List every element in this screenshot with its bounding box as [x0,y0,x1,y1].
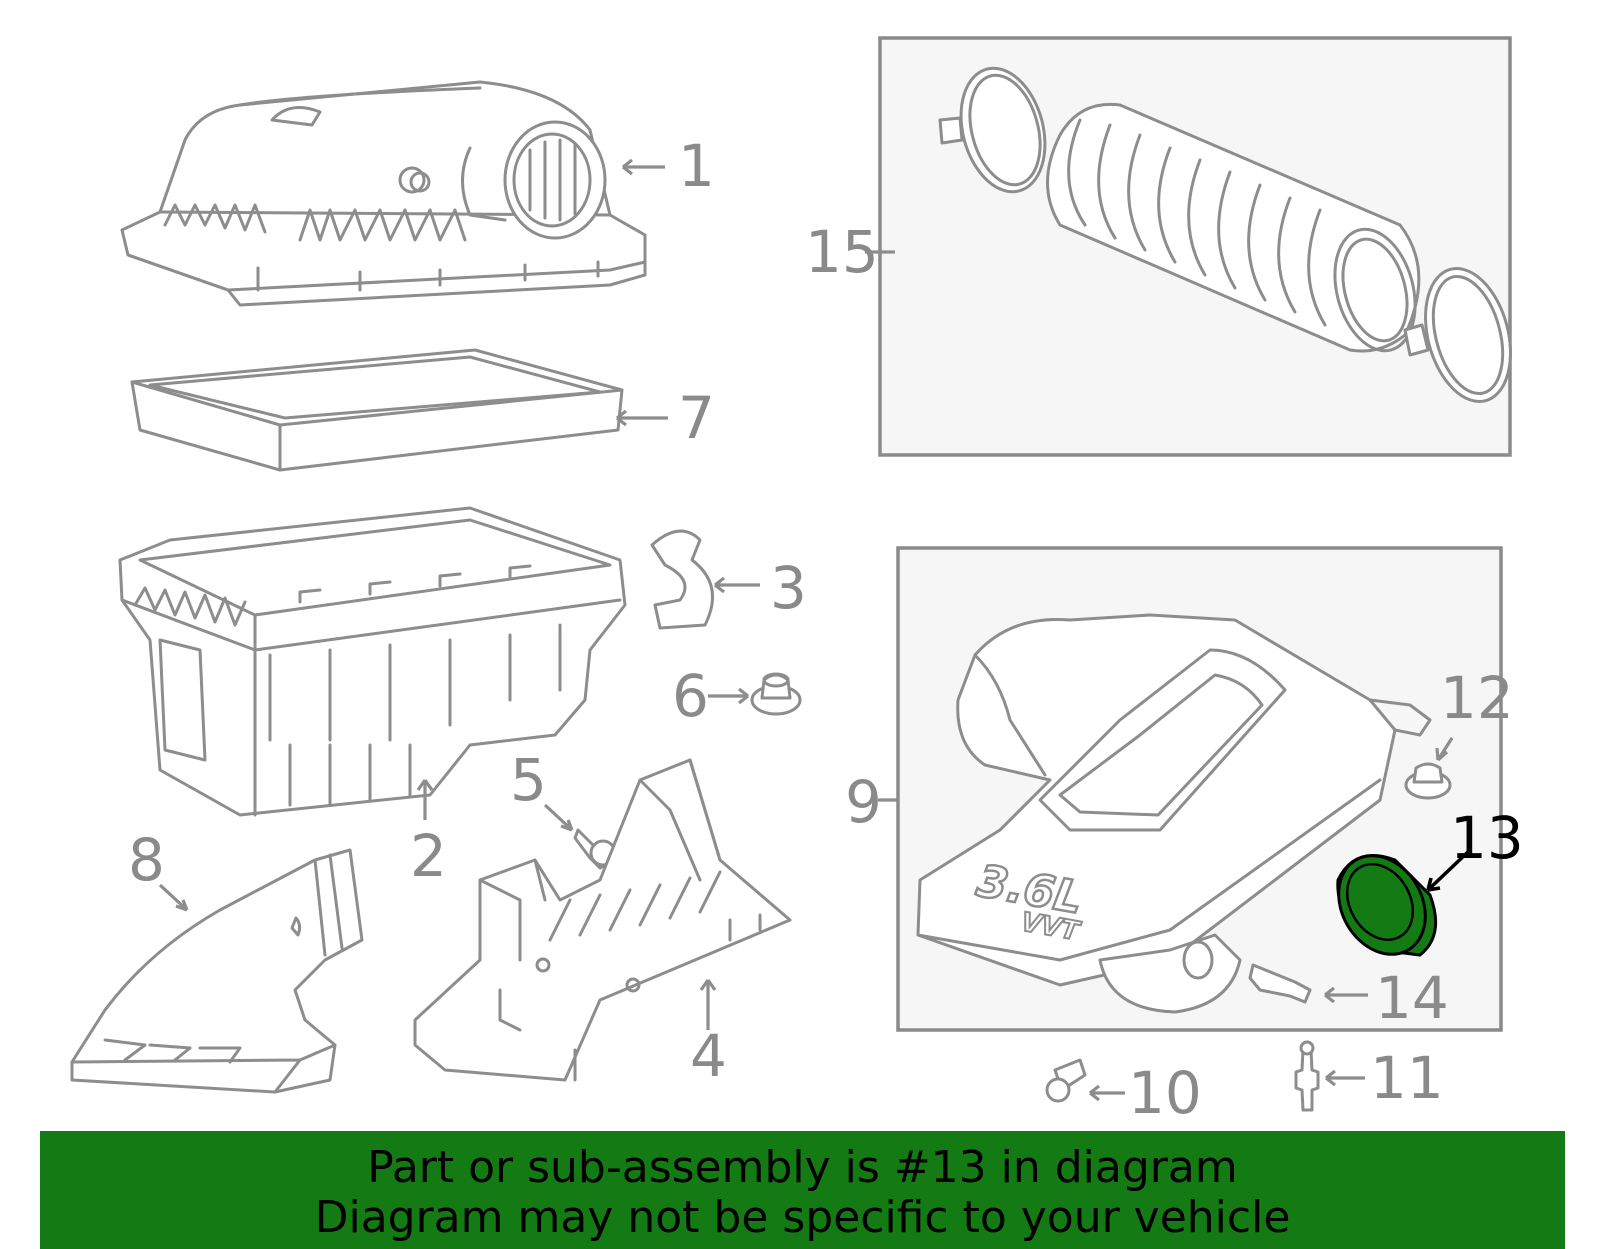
part-6-grommet [750,672,802,716]
part-4-bracket [413,758,792,1082]
callout-14: 14 [1375,964,1449,1032]
part-2-air-cleaner-housing [118,506,627,817]
part-12-grommet [1404,762,1452,800]
callout-3: 3 [770,554,807,622]
part-7-air-filter [130,348,624,472]
leader-13 [1426,848,1472,892]
banner-line-2: Diagram may not be specific to your vehi… [314,1192,1291,1243]
part-14-sensor [1248,963,1312,1004]
callout-11: 11 [1370,1044,1444,1112]
callout-2: 2 [410,822,447,890]
callout-9: 9 [845,768,882,836]
part-9-engine-cover: 3.6L VVT [916,613,1432,1014]
callout-7: 7 [678,384,715,452]
part-10-bolt [1045,1058,1087,1103]
part-11-sensor [1294,1040,1320,1112]
callout-12: 12 [1440,664,1514,732]
part-3-clip [650,529,714,630]
info-banner: Part or sub-assembly is #13 in diagram D… [40,1131,1565,1249]
callout-8: 8 [128,826,165,894]
callout-4: 4 [690,1022,727,1090]
part-8-inlet-duct [70,848,364,1094]
callout-5: 5 [510,746,547,814]
callout-13: 13 [1450,804,1524,872]
banner-line-1: Part or sub-assembly is #13 in diagram [367,1142,1238,1193]
callout-6: 6 [672,662,709,730]
part-15-inlet-hose [938,66,1512,403]
callout-1: 1 [678,132,715,200]
callout-15: 15 [805,218,879,286]
callout-10: 10 [1128,1059,1202,1127]
part-1-air-cleaner-cover [120,80,647,307]
part-13-seal-highlighted [1336,854,1438,957]
